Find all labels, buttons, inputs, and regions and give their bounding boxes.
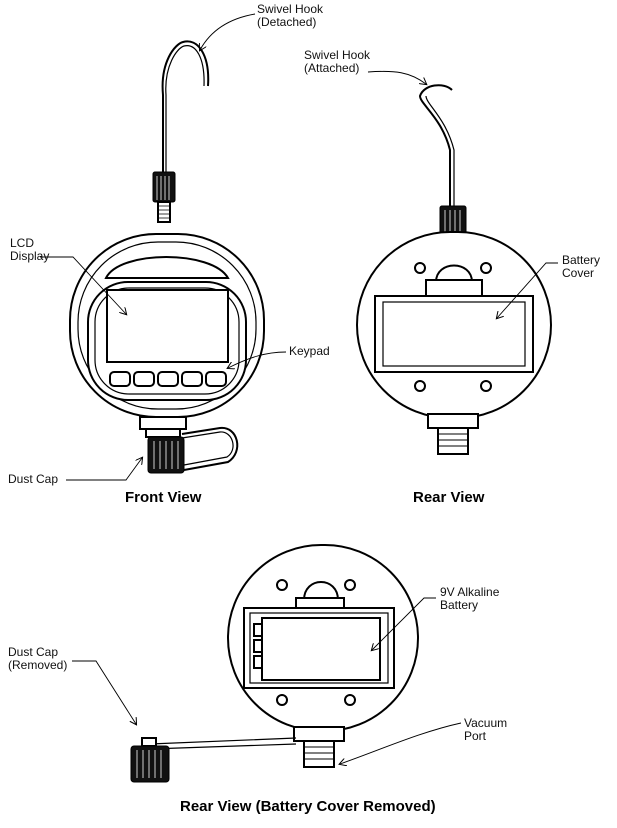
vacuum-port-nut (293, 726, 345, 742)
title-rear-view-removed: Rear View (Battery Cover Removed) (180, 798, 436, 815)
label-dust-cap: Dust Cap (8, 472, 59, 486)
vacuum-port (303, 740, 335, 768)
label-alkaline-battery: 9V Alkaline Battery (440, 585, 500, 612)
dust-cap-attached (147, 426, 239, 474)
title-rear-view: Rear View (413, 489, 485, 506)
keypad-buttons (109, 371, 227, 387)
rear-view-gauge (356, 84, 552, 455)
label-swivel-hook-attached: Swivel Hook (Attached) (304, 48, 371, 75)
leader-lines (40, 13, 558, 764)
label-swivel-hook-detached: Swivel Hook (Detached) (257, 2, 324, 29)
label-vacuum-port: Vacuum Port (464, 716, 508, 743)
front-fitting-nut (139, 416, 187, 430)
alkaline-battery (261, 617, 381, 681)
label-dust-cap-removed: Dust Cap (Removed) (8, 645, 68, 672)
swivel-hook-detached (152, 40, 210, 223)
title-front-view: Front View (125, 489, 202, 506)
battery-cover (374, 295, 534, 373)
label-battery-cover: Battery Cover (562, 253, 601, 280)
swivel-hook-attached (418, 84, 467, 237)
rear-view-removed-gauge (130, 544, 419, 783)
battery-terminals (253, 623, 263, 669)
lcd-screen (106, 289, 229, 363)
front-top-window (104, 256, 230, 279)
label-keypad: Keypad (289, 344, 330, 358)
rear-fitting-nut (427, 413, 479, 429)
front-view-gauge (69, 40, 265, 474)
label-lcd-display: LCD Display (10, 236, 50, 263)
dust-cap-removed (130, 737, 297, 783)
